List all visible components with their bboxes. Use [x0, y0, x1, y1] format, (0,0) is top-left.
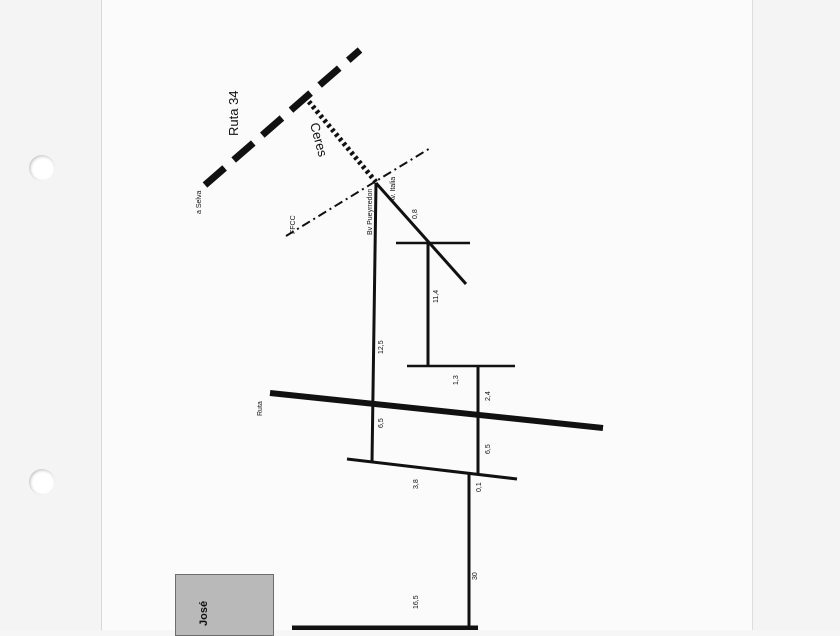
distance-11-4: 11,4: [433, 290, 440, 303]
distance-6-5-left: 6,5: [378, 418, 385, 428]
distance-0-8: 0,8: [412, 209, 419, 219]
ruta34-road: [202, 47, 363, 188]
distance-3-8: 3,8: [413, 479, 420, 489]
distance-1-3: 1,3: [453, 375, 460, 385]
bv-pueyrredon-road: [370, 182, 378, 463]
av-italia-road: [374, 182, 468, 285]
distance-30: 30: [472, 572, 479, 580]
punch-hole-top: [29, 155, 55, 181]
lot-label: José: [198, 601, 210, 626]
distance-0-1: 0,1: [476, 482, 483, 492]
distance-2-4: 2,4: [485, 391, 492, 401]
ruta-road: [269, 390, 604, 431]
ruta34-label: Ruta 34: [226, 90, 241, 136]
punch-hole-bottom: [29, 469, 55, 495]
ruta-label: Ruta: [257, 401, 264, 416]
distance-16-5: 16,5: [413, 595, 420, 609]
bv-pueyrredon-label: Bv Pueyrredon: [367, 189, 374, 235]
a-selva-label: a Selva: [196, 191, 203, 214]
crossbar-lower: [346, 457, 518, 481]
distance-6-5-right: 6,5: [485, 444, 492, 454]
distance-12-5: 12,5: [378, 340, 385, 354]
av-italia-label: Av. Italia: [390, 177, 397, 203]
ceres-road: [303, 95, 378, 184]
ffcc-label: FFCC: [290, 215, 297, 234]
